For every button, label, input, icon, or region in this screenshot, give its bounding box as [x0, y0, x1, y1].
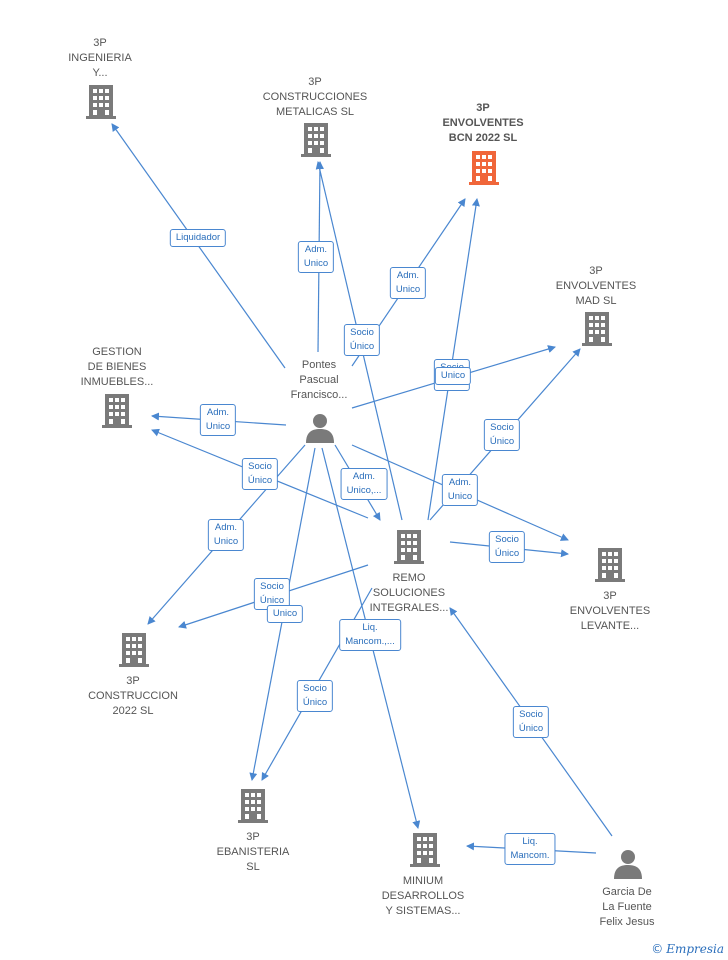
- building-icon[interactable]: [394, 530, 424, 564]
- edge-label[interactable]: Adm. Unico: [207, 519, 245, 551]
- edge-label[interactable]: Socio Único: [488, 531, 526, 563]
- edge-label[interactable]: Adm. Unico,...: [340, 468, 388, 500]
- edge-label[interactable]: Socio Único: [483, 419, 521, 451]
- edge-label[interactable]: Adm. Unico: [389, 267, 427, 299]
- edge-label[interactable]: Socio Único: [343, 324, 381, 356]
- person-icon[interactable]: [306, 414, 334, 443]
- person-icon[interactable]: [614, 850, 642, 879]
- building-icon[interactable]: [301, 123, 331, 157]
- edge-label[interactable]: Unico: [266, 605, 304, 623]
- node-label-gestion-bienes[interactable]: GESTION DE BIENES INMUEBLES...: [80, 346, 154, 388]
- edge-label[interactable]: Adm. Unico: [297, 241, 335, 273]
- brand-logo[interactable]: ©Empresia: [651, 942, 724, 956]
- building-icon[interactable]: [582, 312, 612, 346]
- building-icon[interactable]: [595, 548, 625, 582]
- node-label-remo[interactable]: REMO SOLUCIONES INTEGRALES...: [369, 572, 449, 614]
- edge-label[interactable]: Socio Único: [241, 458, 279, 490]
- edge-label[interactable]: Liquidador: [169, 229, 227, 247]
- building-icon[interactable]: [238, 789, 268, 823]
- building-icon[interactable]: [119, 633, 149, 667]
- building-icon[interactable]: [102, 394, 132, 428]
- building-icon[interactable]: [469, 151, 499, 185]
- edge-label[interactable]: Socio Único: [512, 706, 550, 738]
- edge-label[interactable]: Liq. Mancom.,...: [339, 619, 401, 651]
- node-label-pontes[interactable]: Pontes Pascual Francisco...: [290, 359, 348, 401]
- node-label-garcia[interactable]: Garcia De La Fuente Felix Jesus: [599, 886, 655, 928]
- building-icon[interactable]: [86, 85, 116, 119]
- node-label-ebanisteria[interactable]: 3P EBANISTERIA SL: [216, 831, 290, 873]
- node-label-ingenieria[interactable]: 3P INGENIERIA Y...: [68, 37, 132, 79]
- node-label-envolventes-mad[interactable]: 3P ENVOLVENTES MAD SL: [555, 265, 637, 307]
- node-label-minium[interactable]: MINIUM DESARROLLOS Y SISTEMAS...: [381, 875, 465, 917]
- brand-name: Empresia: [666, 942, 724, 956]
- node-label-envolventes-levante[interactable]: 3P ENVOLVENTES LEVANTE...: [569, 590, 651, 632]
- edge-label[interactable]: Adm. Unico: [199, 404, 237, 436]
- node-label-construcciones-metalicas[interactable]: 3P CONSTRUCCIONES METALICAS SL: [262, 76, 368, 118]
- edge-label[interactable]: Socio Único: [253, 578, 291, 610]
- building-icon[interactable]: [410, 833, 440, 867]
- copyright-icon: ©: [651, 942, 664, 956]
- edge-label[interactable]: Liq. Mancom.: [504, 833, 556, 865]
- edge-label[interactable]: Adm. Unico: [441, 474, 479, 506]
- edge-label[interactable]: Unico: [434, 367, 472, 385]
- node-label-envolventes-bcn[interactable]: 3P ENVOLVENTES BCN 2022 SL: [442, 102, 524, 144]
- edge-label[interactable]: Socio Único: [296, 680, 334, 712]
- node-label-construccion-2022[interactable]: 3P CONSTRUCCION 2022 SL: [88, 675, 178, 717]
